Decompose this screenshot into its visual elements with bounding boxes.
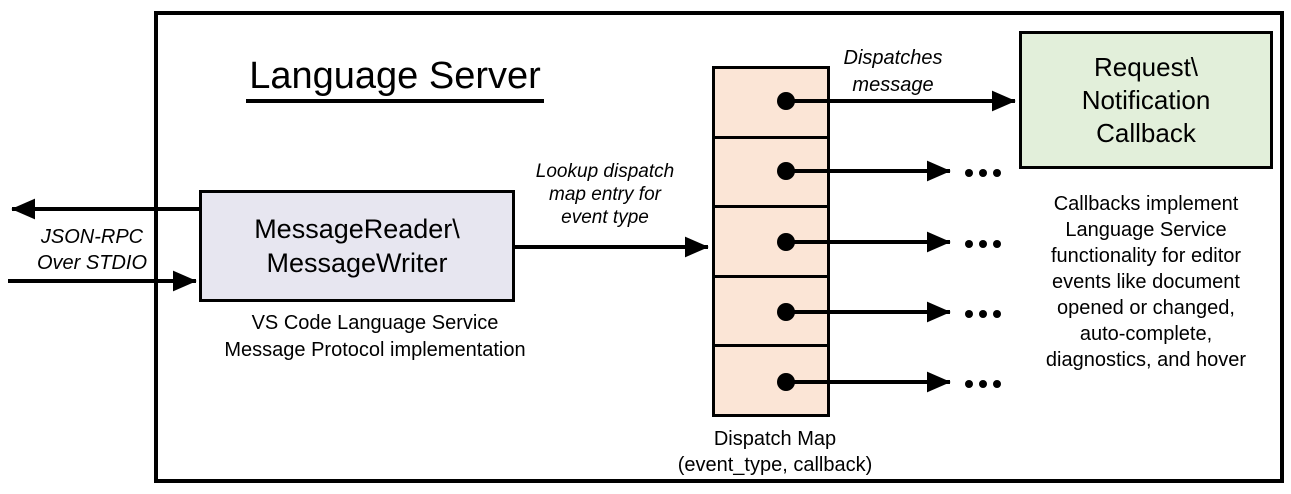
lookup-dispatch-label: Lookup dispatch map entry for event type <box>535 161 675 228</box>
dispatch-map-cell <box>715 278 827 348</box>
json-rpc-label: JSON-RPC Over STDIO <box>36 226 147 274</box>
dispatch-map-cell <box>715 69 827 139</box>
page-title-text: Language Server <box>246 55 544 103</box>
dispatch-map-cell <box>715 139 827 209</box>
callback-label: Request\ Notification Callback <box>1081 51 1211 148</box>
message-reader-label: MessageReader\ MessageWriter <box>254 214 460 278</box>
message-reader-caption: VS Code Language Service Message Protoco… <box>224 312 526 361</box>
page-title: Language Server <box>234 55 556 103</box>
dispatch-map <box>712 66 830 417</box>
dispatch-map-cell <box>715 208 827 278</box>
language-server-box <box>154 11 1284 483</box>
dispatches-message-label: Dispatches message <box>843 47 943 96</box>
dispatch-map-cell <box>715 347 827 414</box>
dispatch-map-caption: Dispatch Map (event_type, callback) <box>677 428 873 476</box>
message-reader-box: MessageReader\ MessageWriter <box>199 190 515 302</box>
callback-caption: Callbacks implement Language Service fun… <box>1045 193 1247 371</box>
callback-box: Request\ Notification Callback <box>1019 31 1273 169</box>
